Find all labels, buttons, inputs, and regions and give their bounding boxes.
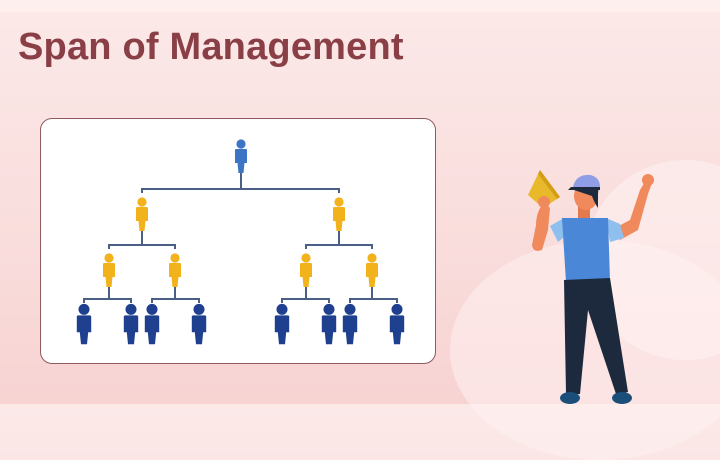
org-chart-diagram [76, 139, 405, 345]
level-4-employee-icons [76, 303, 405, 345]
org-chart-card [40, 118, 436, 364]
level-1-manager-icon [235, 139, 247, 173]
man-with-megaphone-illustration [528, 170, 654, 404]
level-2-manager-icons [136, 197, 345, 231]
megaphone-icon [528, 170, 560, 208]
connector-lines [83, 173, 398, 303]
page-title: Span of Management [18, 26, 404, 68]
top-band [0, 0, 720, 12]
level-3-supervisor-icons [103, 253, 378, 287]
